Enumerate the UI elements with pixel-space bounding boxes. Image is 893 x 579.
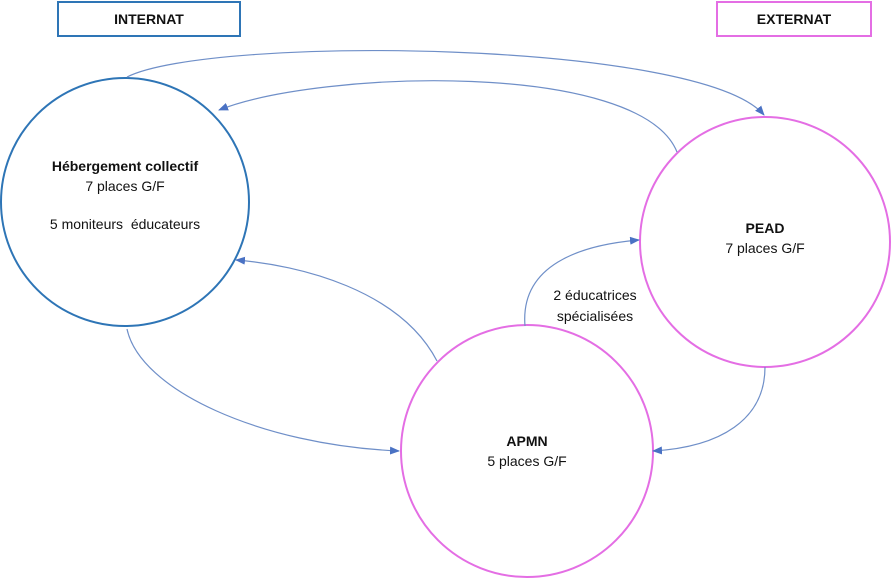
legend-externat-label: EXTERNAT bbox=[756, 11, 832, 27]
edge-label-educatrices: 2 éducatrices spécialisées bbox=[525, 285, 665, 327]
node-apmn-text: APMN 5 places G/F bbox=[427, 431, 627, 471]
edge-apmn-to-pead bbox=[524, 236, 640, 327]
node-apmn-title: APMN bbox=[506, 433, 548, 449]
edge-hebergement-to-apmn bbox=[126, 328, 400, 455]
node-hebergement-text: Hébergement collectif 7 places G/F 5 mon… bbox=[15, 156, 235, 234]
edge-pead-to-apmn bbox=[652, 366, 766, 455]
node-hebergement-circle bbox=[0, 77, 250, 327]
edge-hebergement-to-pead bbox=[126, 50, 765, 116]
edge-apmn-to-hebergement bbox=[235, 256, 438, 362]
legend-internat: INTERNAT bbox=[57, 1, 241, 37]
node-pead-title: PEAD bbox=[745, 220, 785, 236]
legend-internat-label: INTERNAT bbox=[114, 11, 184, 27]
edge-label-line2: spécialisées bbox=[556, 308, 634, 324]
node-apmn-capacity: 5 places G/F bbox=[487, 453, 567, 469]
edge-label-line1: 2 éducatrices bbox=[553, 287, 637, 303]
node-pead-text: PEAD 7 places G/F bbox=[665, 218, 865, 258]
node-hebergement-title: Hébergement collectif bbox=[51, 158, 199, 174]
edge-pead-to-hebergement bbox=[218, 80, 678, 153]
legend-externat: EXTERNAT bbox=[716, 1, 872, 37]
node-hebergement-capacity: 7 places G/F bbox=[85, 178, 165, 194]
node-pead-capacity: 7 places G/F bbox=[725, 240, 805, 256]
node-hebergement-staff: 5 moniteurs éducateurs bbox=[49, 216, 201, 232]
